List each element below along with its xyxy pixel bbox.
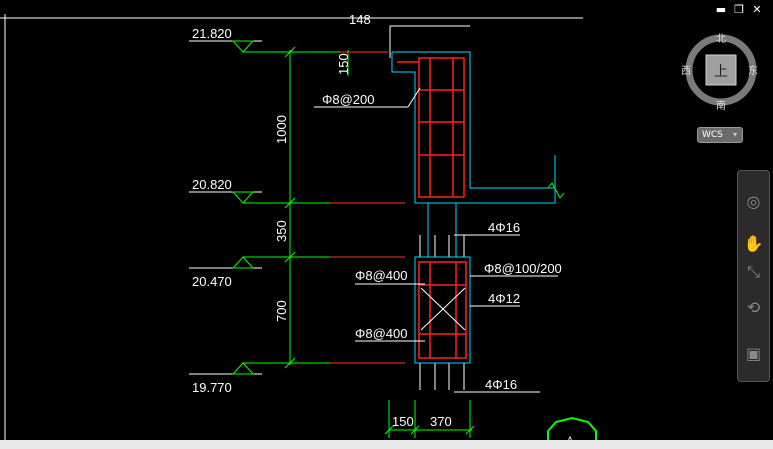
dim-bottom-370: 370 xyxy=(430,414,452,429)
vertical-dimension-chain xyxy=(284,46,296,369)
wcs-label: WCS xyxy=(702,130,723,140)
connector-verticals-white xyxy=(419,235,465,390)
elevation-marker-20820: 20.820 xyxy=(189,177,330,204)
viewcube-face-label: 上 xyxy=(714,64,728,80)
minimize-icon[interactable]: ▬ xyxy=(715,3,727,16)
lower-rebar-cage xyxy=(418,261,467,359)
steering-wheel-icon[interactable]: ◎ xyxy=(746,192,761,211)
rebar-label-stirrup-a: Φ8@400 xyxy=(355,268,408,283)
compass-north[interactable]: 北 xyxy=(716,33,726,45)
dim-350: 350 xyxy=(274,220,289,242)
rebar-label-bottom-bars: 4Φ16 xyxy=(485,377,517,392)
connector-lines xyxy=(427,203,457,257)
rebar-leaders xyxy=(314,87,558,393)
dim-bottom-150: 150 xyxy=(392,414,414,429)
elevation-marker-19770: 19.770 xyxy=(189,362,330,395)
compass-east[interactable]: 东 xyxy=(748,64,758,77)
orbit-icon[interactable]: ⟲ xyxy=(746,298,761,317)
upper-rebar-cage xyxy=(397,57,465,198)
bottom-status-strip xyxy=(0,440,773,449)
zoom-icon[interactable]: ⤡ xyxy=(747,262,760,281)
compass-south[interactable]: 南 xyxy=(716,99,726,111)
dim-1000: 1000 xyxy=(274,115,289,144)
elevation-marker-20470: 20.470 xyxy=(189,256,330,289)
upper-section-outline xyxy=(391,51,556,204)
compass-west[interactable]: 西 xyxy=(682,66,691,77)
rebar-label-stirrup-main: Φ8@100/200 xyxy=(484,261,562,276)
rebar-label-upper-stirrup: Φ8@200 xyxy=(322,92,375,107)
elevation-label: 20.470 xyxy=(192,274,232,289)
rebar-label-stirrup-b: Φ8@400 xyxy=(355,326,408,341)
bottom-dimension xyxy=(384,400,475,438)
pan-hand-icon[interactable]: ✋ xyxy=(743,234,764,253)
chevron-down-icon: ▾ xyxy=(732,130,737,139)
break-line-symbol xyxy=(547,182,565,199)
elevation-label: 20.820 xyxy=(192,177,232,192)
viewcube-face[interactable] xyxy=(705,54,737,86)
dim-148: 148 xyxy=(349,12,371,27)
elevation-label: 19.770 xyxy=(192,380,232,395)
restore-icon[interactable]: ❐ xyxy=(734,3,744,16)
rebar-label-middle-bars: 4Φ12 xyxy=(488,291,520,306)
top-dimension: 148 150 xyxy=(336,12,470,76)
showmotion-icon[interactable]: ▣ xyxy=(745,344,762,363)
viewcube[interactable]: 上 北 南 东 西 xyxy=(682,33,760,111)
dim-150: 150 xyxy=(336,53,351,75)
dim-700: 700 xyxy=(274,300,289,322)
lower-cross-brace xyxy=(420,287,466,331)
close-icon[interactable]: ✕ xyxy=(752,3,762,16)
elevation-marker-21820: 21.820 xyxy=(189,26,340,53)
lower-section-outline xyxy=(414,256,471,364)
wcs-dropdown[interactable]: WCS ▾ xyxy=(697,127,743,143)
rebar-label-top-bars: 4Φ16 xyxy=(488,220,520,235)
elevation-label: 21.820 xyxy=(192,26,232,41)
window-controls: ▬ ❐ ✕ xyxy=(715,4,763,16)
navigation-bar: ◎ ✋ ⤡ ⟲ ▣ xyxy=(737,170,770,382)
